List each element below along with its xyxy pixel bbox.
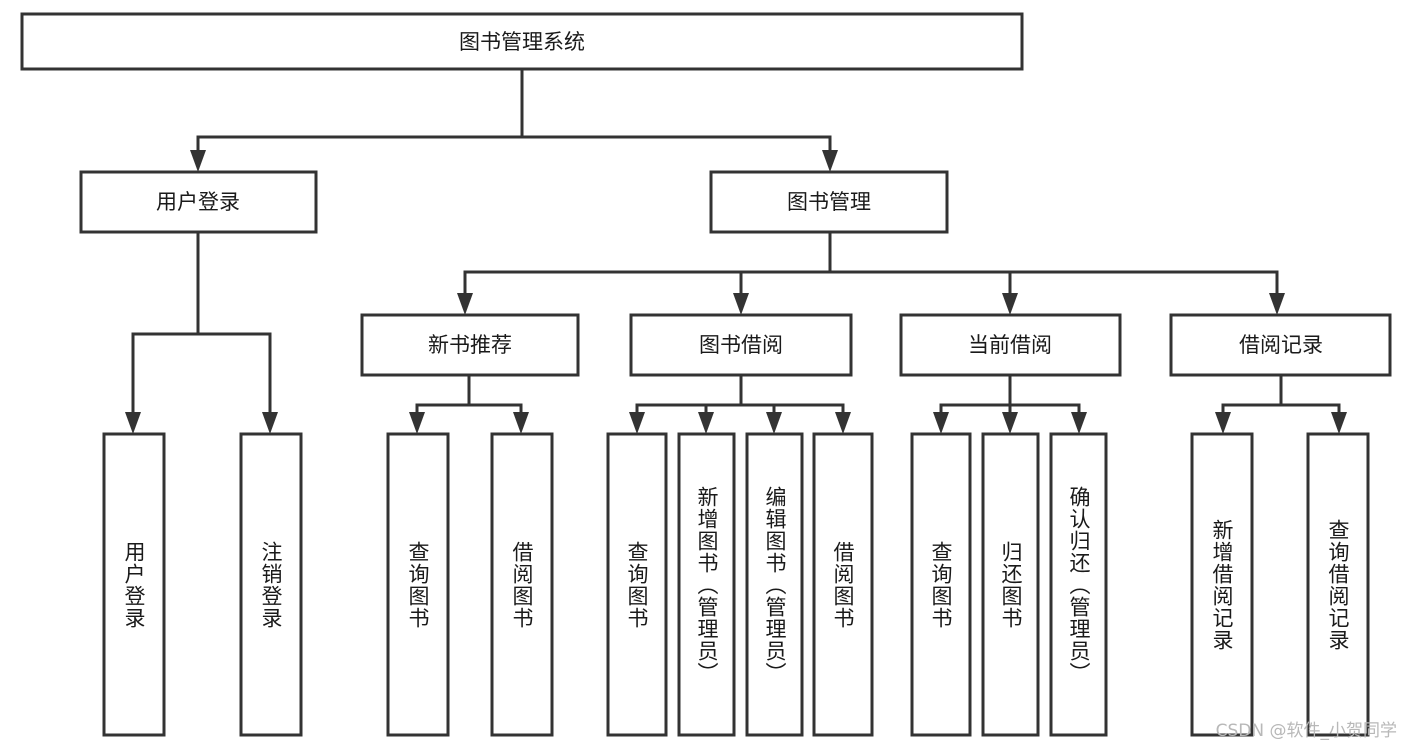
node-current-borrow-label: 当前借阅: [968, 333, 1052, 357]
node-leaf-logout[interactable]: 注销登录: [239, 432, 303, 737]
connector-group: [125, 67, 1347, 434]
node-book-borrow-box[interactable]: [629, 313, 853, 377]
node-leaf-add-book-label: 新增图书（管理员）: [695, 486, 719, 684]
node-leaf-edit-book-label: 编辑图书（管理员）: [763, 486, 787, 684]
node-leaf-edit-book-box[interactable]: [745, 432, 804, 737]
node-current-borrow[interactable]: 当前借阅: [899, 313, 1122, 377]
node-leaf-return-book-box[interactable]: [981, 432, 1040, 737]
node-leaf-query-book-3-label: 查询图书: [929, 541, 953, 629]
node-leaf-query-book-1-label: 查询图书: [406, 541, 430, 629]
arrowhead-current-borrow: [1002, 293, 1018, 315]
node-leaf-borrow-book-2-box[interactable]: [812, 432, 874, 737]
node-leaf-edit-book[interactable]: 编辑图书（管理员）: [745, 432, 804, 737]
node-book-manage-box[interactable]: [709, 170, 949, 234]
arrowhead-book-manage: [822, 150, 838, 172]
arrowhead-return-book: [1002, 412, 1018, 434]
node-leaf-return-book[interactable]: 归还图书: [981, 432, 1040, 737]
node-leaf-confirm-return[interactable]: 确认归还（管理员）: [1049, 432, 1108, 737]
node-borrow-record-box[interactable]: [1169, 313, 1392, 377]
arrowhead-book-borrow: [733, 293, 749, 315]
node-leaf-query-book-2-label: 查询图书: [625, 541, 649, 629]
node-leaf-add-record[interactable]: 新增借阅记录: [1190, 432, 1254, 737]
node-user-login-box[interactable]: [79, 170, 318, 234]
node-root-label: 图书管理系统: [459, 30, 585, 54]
node-leaf-query-record[interactable]: 查询借阅记录: [1306, 432, 1370, 737]
node-new-book-rec[interactable]: 新书推荐: [360, 313, 580, 377]
node-leaf-query-book-2-box[interactable]: [606, 432, 668, 737]
arrowhead-leaf-user-login: [125, 412, 141, 434]
arrowhead-add-book: [698, 412, 714, 434]
arrowhead-user-login: [190, 150, 206, 172]
node-book-manage[interactable]: 图书管理: [709, 170, 949, 234]
node-leaf-query-book-3-box[interactable]: [910, 432, 972, 737]
node-leaf-query-book-3[interactable]: 查询图书: [910, 432, 972, 737]
arrowhead-edit-book: [766, 412, 782, 434]
node-leaf-query-book-1[interactable]: 查询图书: [386, 432, 450, 737]
node-leaf-borrow-book-1-label: 借阅图书: [510, 541, 534, 629]
arrowhead-query-book-2: [629, 412, 645, 434]
arrowhead-add-record: [1215, 412, 1231, 434]
arrowhead-query-book-1: [409, 412, 425, 434]
node-leaf-query-book-2[interactable]: 查询图书: [606, 432, 668, 737]
node-leaf-user-login[interactable]: 用户登录: [102, 432, 166, 737]
arrowhead-borrow-book-2: [835, 412, 851, 434]
node-current-borrow-box[interactable]: [899, 313, 1122, 377]
node-leaf-user-login-box[interactable]: [102, 432, 166, 737]
node-leaf-confirm-return-box[interactable]: [1049, 432, 1108, 737]
arrowhead-new-book-rec: [457, 293, 473, 315]
node-user-login[interactable]: 用户登录: [79, 170, 318, 234]
node-leaf-logout-box[interactable]: [239, 432, 303, 737]
arrowhead-borrow-book-1: [513, 412, 529, 434]
node-leaf-borrow-book-1-box[interactable]: [490, 432, 554, 737]
node-book-manage-label: 图书管理: [787, 190, 871, 214]
node-leaf-add-book[interactable]: 新增图书（管理员）: [677, 432, 736, 737]
node-user-login-label: 用户登录: [156, 190, 240, 214]
node-leaf-add-book-box[interactable]: [677, 432, 736, 737]
node-new-book-rec-box[interactable]: [360, 313, 580, 377]
node-leaf-borrow-book-2-label: 借阅图书: [831, 541, 855, 629]
node-book-borrow-label: 图书借阅: [699, 333, 783, 357]
node-leaf-user-login-label: 用户登录: [122, 541, 146, 629]
arrowhead-query-record: [1331, 412, 1347, 434]
node-root-box[interactable]: [20, 12, 1024, 71]
node-new-book-rec-label: 新书推荐: [428, 333, 512, 357]
node-leaf-query-book-1-box[interactable]: [386, 432, 450, 737]
node-leaf-add-record-box[interactable]: [1190, 432, 1254, 737]
node-borrow-record[interactable]: 借阅记录: [1169, 313, 1392, 377]
node-leaf-borrow-book-1[interactable]: 借阅图书: [490, 432, 554, 737]
node-leaf-query-record-box[interactable]: [1306, 432, 1370, 737]
arrowhead-query-book-3: [933, 412, 949, 434]
arrowhead-leaf-logout: [262, 412, 278, 434]
node-borrow-record-label: 借阅记录: [1239, 333, 1323, 357]
node-leaf-logout-label: 注销登录: [259, 541, 283, 629]
node-book-borrow[interactable]: 图书借阅: [629, 313, 853, 377]
node-leaf-add-record-label: 新增借阅记录: [1210, 519, 1234, 651]
node-root[interactable]: 图书管理系统: [20, 12, 1024, 71]
arrowhead-borrow-record: [1269, 293, 1285, 315]
node-leaf-confirm-return-label: 确认归还（管理员）: [1067, 486, 1091, 684]
node-leaf-query-record-label: 查询借阅记录: [1326, 519, 1350, 651]
arrowhead-confirm-return: [1071, 412, 1087, 434]
node-leaf-borrow-book-2[interactable]: 借阅图书: [812, 432, 874, 737]
node-leaf-return-book-label: 归还图书: [999, 541, 1023, 629]
